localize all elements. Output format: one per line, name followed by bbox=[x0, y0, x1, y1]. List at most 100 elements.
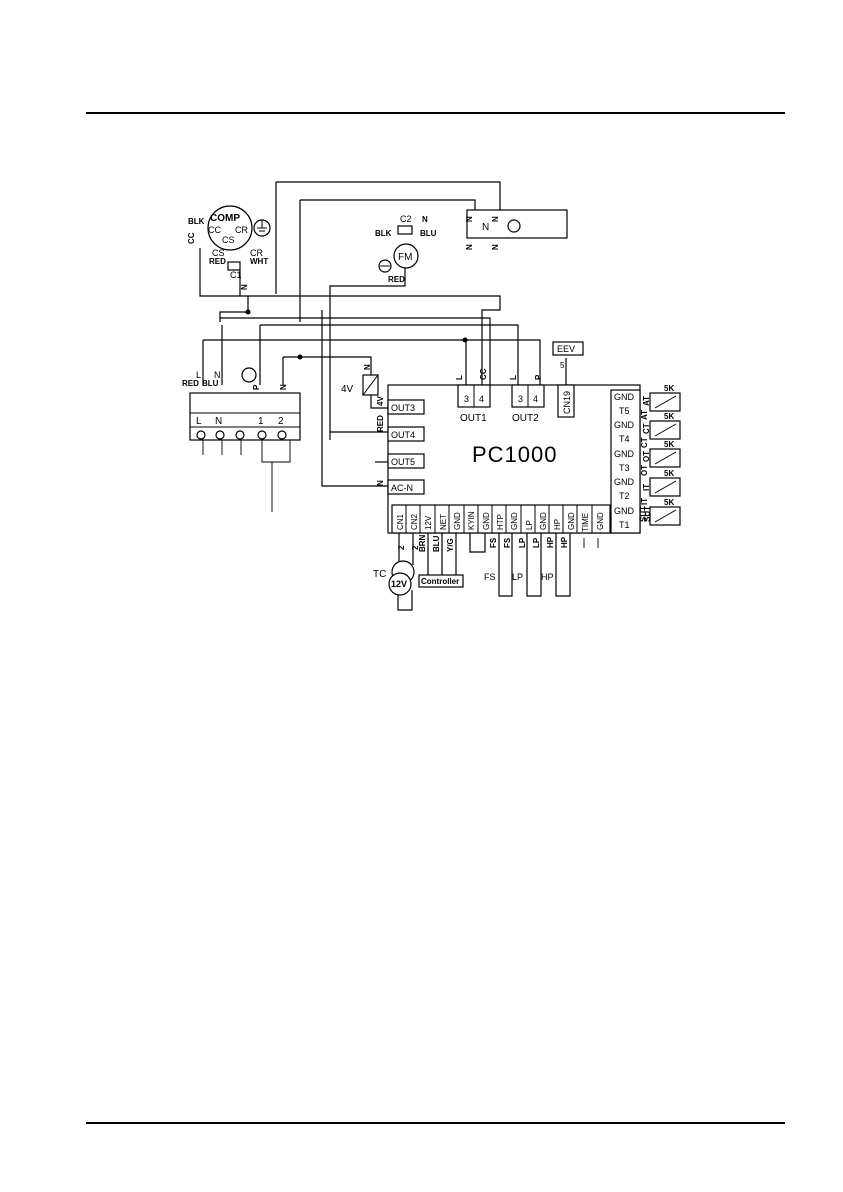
svg-text:N: N bbox=[465, 216, 474, 222]
svg-text:OUT5: OUT5 bbox=[391, 457, 415, 467]
fan-motor: FM C2 N BLK BLU RED bbox=[375, 214, 437, 284]
svg-text:12V: 12V bbox=[424, 515, 433, 530]
svg-text:5: 5 bbox=[560, 361, 565, 370]
svg-text:OUT3: OUT3 bbox=[391, 403, 415, 413]
svg-text:EEV: EEV bbox=[557, 344, 575, 354]
svg-text:GND: GND bbox=[539, 512, 548, 530]
svg-text:N: N bbox=[376, 480, 385, 486]
svg-text:C1: C1 bbox=[230, 270, 242, 280]
comp-label: COMP bbox=[210, 213, 240, 224]
svg-text:T5: T5 bbox=[619, 406, 630, 416]
svg-text:CC: CC bbox=[187, 232, 196, 244]
svg-text:4V: 4V bbox=[376, 396, 385, 406]
svg-text:NET: NET bbox=[439, 514, 448, 530]
svg-text:L: L bbox=[196, 416, 202, 427]
svg-text:AC-N: AC-N bbox=[391, 483, 413, 493]
svg-text:N: N bbox=[491, 216, 500, 222]
svg-text:Y/G: Y/G bbox=[446, 538, 455, 552]
svg-text:2: 2 bbox=[278, 416, 284, 427]
svg-text:FS: FS bbox=[503, 537, 512, 548]
svg-text:L: L bbox=[196, 370, 201, 380]
svg-text:Controller: Controller bbox=[421, 577, 459, 586]
svg-text:CS: CS bbox=[222, 235, 235, 245]
svg-text:LP: LP bbox=[532, 537, 541, 548]
svg-text:TIME: TIME bbox=[581, 513, 590, 532]
svg-text:GND: GND bbox=[567, 512, 576, 530]
svg-text:C2: C2 bbox=[400, 214, 412, 224]
svg-text:GND: GND bbox=[614, 449, 635, 459]
svg-text:3: 3 bbox=[464, 394, 469, 404]
svg-text:AT: AT bbox=[642, 396, 651, 406]
svg-text:2: 2 bbox=[397, 545, 406, 550]
sensor-sut: 5K SUT SUT bbox=[639, 498, 681, 526]
svg-text:L: L bbox=[509, 375, 518, 380]
junction-dots bbox=[245, 309, 468, 360]
svg-text:5K: 5K bbox=[664, 384, 674, 393]
svg-text:N: N bbox=[363, 364, 372, 370]
terminal-block: L N 1 2 L RED N BLU P N bbox=[182, 367, 301, 441]
svg-text:FM: FM bbox=[398, 252, 412, 263]
eev: EEV 5 bbox=[552, 341, 584, 370]
svg-text:N: N bbox=[422, 215, 428, 224]
pc1000-board: PC1000 3 4 OUT1 L CC 3 4 OUT2 L P CN19 O… bbox=[376, 368, 641, 534]
ground-icon bbox=[253, 219, 271, 237]
svg-text:GND: GND bbox=[453, 512, 462, 530]
svg-text:AT: AT bbox=[640, 410, 649, 420]
ground-icon bbox=[378, 259, 392, 273]
svg-text:GND: GND bbox=[596, 512, 605, 530]
screw-icons bbox=[196, 430, 287, 440]
svg-text:N: N bbox=[465, 244, 474, 250]
svg-text:LP: LP bbox=[518, 537, 527, 548]
svg-text:FS: FS bbox=[484, 572, 496, 582]
svg-text:BLK: BLK bbox=[188, 217, 205, 226]
svg-text:12V: 12V bbox=[391, 579, 407, 589]
svg-text:OT: OT bbox=[642, 451, 651, 462]
svg-text:IT: IT bbox=[640, 498, 649, 505]
svg-text:FS: FS bbox=[489, 537, 498, 548]
svg-text:CC: CC bbox=[479, 368, 488, 380]
svg-text:BLU: BLU bbox=[420, 229, 437, 238]
sensor-ct: 5K CT CT bbox=[640, 412, 681, 448]
svg-text:GND: GND bbox=[614, 477, 635, 487]
svg-text:HP: HP bbox=[560, 536, 569, 548]
svg-text:RED: RED bbox=[182, 379, 199, 388]
svg-text:LP: LP bbox=[512, 572, 523, 582]
sensor-it: 5K IT IT bbox=[640, 469, 681, 505]
right-ports: GND T5 GND T4 GND T3 GND T2 GND T1 bbox=[614, 392, 635, 530]
svg-text:KYIN: KYIN bbox=[467, 511, 476, 530]
svg-text:5K: 5K bbox=[664, 469, 674, 478]
sensors: 5K AT AT 5K CT CT 5K OT OT 5K IT IT bbox=[639, 384, 681, 526]
svg-text:IT: IT bbox=[642, 484, 651, 491]
svg-text:5K: 5K bbox=[664, 412, 674, 421]
svg-text:2: 2 bbox=[411, 545, 420, 550]
svg-text:LP: LP bbox=[525, 520, 534, 530]
svg-text:5K: 5K bbox=[664, 498, 674, 507]
svg-text:GND: GND bbox=[614, 506, 635, 516]
svg-text:N: N bbox=[215, 416, 222, 427]
svg-text:4: 4 bbox=[479, 394, 484, 404]
svg-text:L: L bbox=[455, 375, 464, 380]
svg-text:CN19: CN19 bbox=[562, 391, 572, 414]
svg-text:BLK: BLK bbox=[375, 229, 392, 238]
sensor-ot: 5K OT OT bbox=[640, 440, 681, 476]
svg-text:N: N bbox=[214, 370, 221, 380]
footer-rule bbox=[86, 1122, 785, 1124]
svg-text:N: N bbox=[491, 244, 500, 250]
svg-text:WHT: WHT bbox=[250, 257, 268, 266]
svg-text:OT: OT bbox=[640, 465, 649, 476]
svg-text:TC: TC bbox=[373, 569, 386, 580]
svg-text:BRN: BRN bbox=[418, 534, 427, 552]
svg-text:T1: T1 bbox=[619, 520, 630, 530]
bottom-ports: CN1 CN2 12V NET GND KYIN GND HTP GND LP … bbox=[391, 504, 611, 534]
svg-text:N: N bbox=[279, 384, 288, 390]
svg-text:OUT1: OUT1 bbox=[460, 413, 487, 424]
svg-text:N: N bbox=[240, 284, 249, 290]
sensor-at: 5K AT AT bbox=[640, 384, 681, 420]
bottom-devices: 12V TC 2 2 Controller BRN BLU Y/G FS FS … bbox=[373, 533, 599, 611]
svg-text:T3: T3 bbox=[619, 463, 630, 473]
svg-text:CN2: CN2 bbox=[410, 513, 419, 530]
svg-text:P: P bbox=[534, 374, 543, 380]
svg-text:P: P bbox=[252, 384, 261, 390]
svg-text:CC: CC bbox=[208, 225, 221, 235]
svg-text:GND: GND bbox=[614, 392, 635, 402]
